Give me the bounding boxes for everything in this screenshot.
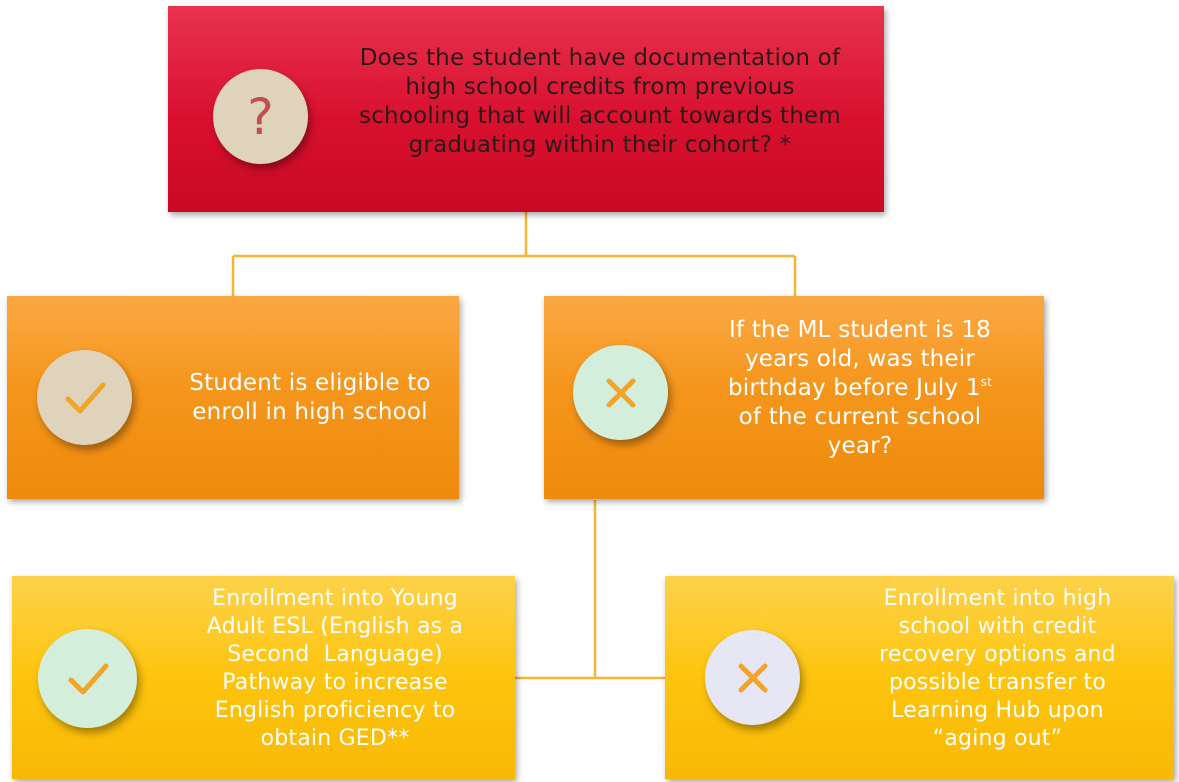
eligible-line-2: enroll in high school: [192, 399, 428, 425]
credit-line-2: school with credit: [898, 614, 1097, 639]
question-mark-icon: ?: [213, 69, 308, 164]
checkmark-glyph: [68, 663, 108, 694]
checkmark-icon: [38, 629, 137, 728]
esl-line-1: Enrollment into Young: [212, 586, 458, 611]
young-adult-esl-text: Enrollment into Young Adult ESL (English…: [160, 585, 510, 753]
esl-line-5: English proficiency to: [214, 698, 456, 723]
credit-line-5: Learning Hub upon: [891, 698, 1104, 723]
age-line-3-sup: st: [980, 375, 993, 389]
credit-line-6: “aging out”: [932, 726, 1063, 751]
credit-line-4: possible transfer to: [888, 670, 1107, 695]
x-glyph: [738, 663, 767, 692]
checkmark-icon: [37, 350, 132, 445]
eligible-line-1: Student is eligible to: [189, 370, 431, 396]
x-icon: [573, 345, 668, 440]
esl-line-3: Second Language): [227, 642, 443, 667]
age-line-2: years old, was their: [744, 346, 976, 372]
root-line-1: Does the student have documentation of: [359, 45, 841, 71]
root-line-3: schooling that will account towards them: [359, 103, 841, 129]
esl-line-2: Adult ESL (English as a: [206, 614, 464, 639]
age-line-3: birthday before July 1st: [690, 374, 1030, 403]
root-line-4: graduating within their cohort? *: [408, 132, 792, 158]
x-icon: [705, 630, 800, 725]
esl-line-4: Pathway to increase: [222, 670, 448, 695]
age-line-4: of the current school: [738, 404, 982, 430]
checkmark-glyph: [65, 382, 105, 413]
age-line-5: year?: [827, 433, 893, 459]
age-line-3-main: birthday before July 1: [727, 375, 981, 401]
credit-recovery-text: Enrollment into high school with credit …: [830, 585, 1165, 753]
age-line-1: If the ML student is 18: [728, 317, 991, 343]
question-mark-glyph: ?: [247, 87, 274, 146]
credit-line-3: recovery options and: [879, 642, 1116, 667]
credit-line-1: Enrollment into high: [883, 586, 1112, 611]
root-question-text: Does the student have documentation of h…: [320, 44, 880, 160]
esl-line-6: obtain GED**: [260, 726, 410, 751]
x-glyph: [606, 378, 635, 407]
root-line-2: high school credits from previous: [405, 74, 795, 100]
eligible-text: Student is eligible to enroll in high sc…: [160, 369, 460, 427]
age-question-text: If the ML student is 18 years old, was t…: [690, 316, 1030, 461]
